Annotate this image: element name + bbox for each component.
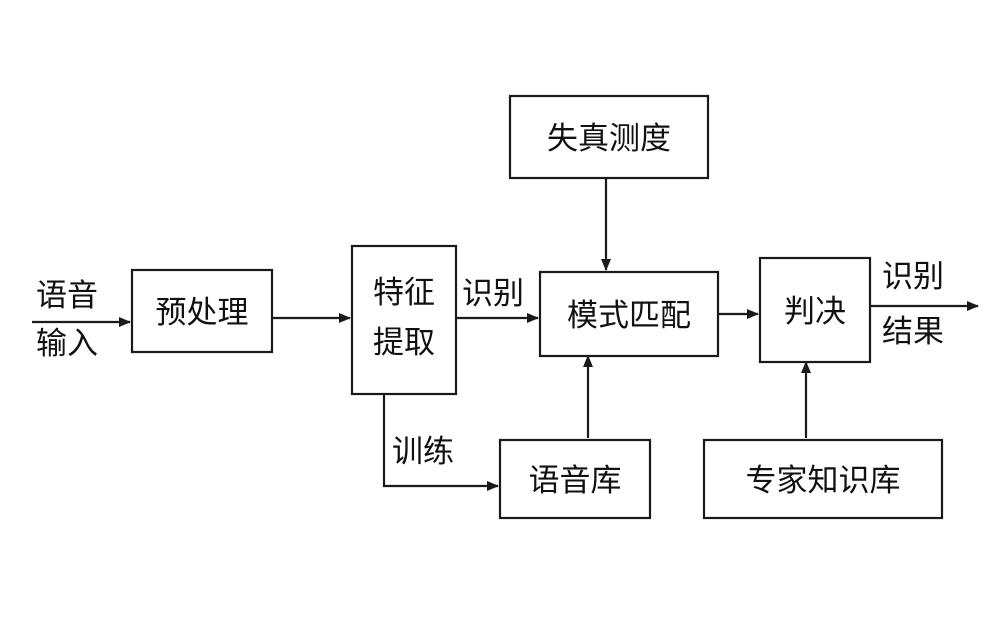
node-pattern-match: 模式匹配 (538, 270, 720, 358)
node-preprocess-label: 预处理 (156, 295, 249, 331)
node-feature-extraction-label-1: 特征 (373, 275, 435, 311)
node-speech-library: 语音库 (498, 438, 652, 520)
node-distortion-measure: 失真测度 (508, 94, 710, 180)
node-expert-knowledge: 专家知识库 (702, 438, 944, 520)
label-recognize: 识别 (462, 276, 524, 312)
edge-feature-to-speech-library (382, 394, 499, 491)
node-expert-knowledge-label: 专家知识库 (746, 463, 901, 499)
node-feature-extraction: 特征 提取 (350, 244, 458, 396)
label-input-line2: 输入 (36, 326, 98, 362)
label-output-line2: 结果 (882, 314, 944, 350)
node-distortion-measure-label: 失真测度 (547, 121, 671, 157)
node-pattern-match-label: 模式匹配 (567, 298, 691, 334)
node-feature-extraction-label-2: 提取 (373, 325, 435, 361)
node-decision-label: 判决 (784, 294, 846, 330)
label-train: 训练 (392, 434, 454, 470)
label-output-line1: 识别 (882, 259, 944, 295)
node-preprocess: 预处理 (130, 268, 274, 354)
node-speech-library-label: 语音库 (529, 463, 622, 499)
label-input-line1: 语音 (36, 278, 98, 314)
node-decision: 判决 (758, 256, 872, 364)
